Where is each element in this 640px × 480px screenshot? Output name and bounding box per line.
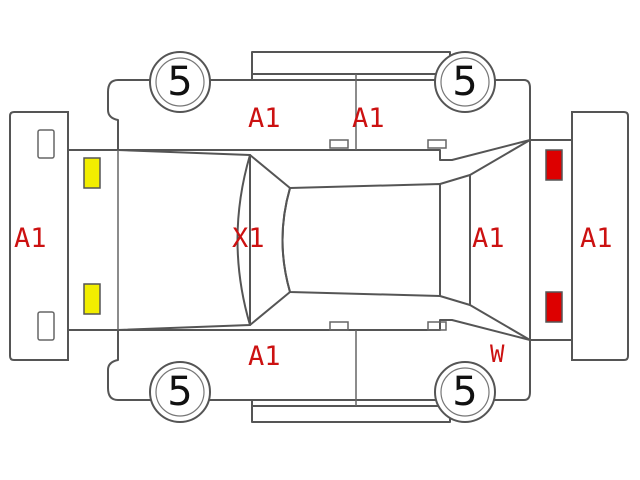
code-hood: X1: [232, 223, 265, 254]
right-front-door-handle: [329, 321, 349, 331]
headlight-right: [83, 283, 101, 315]
roof[interactable]: [281, 183, 441, 297]
tire-rear-left-value: 5: [452, 59, 477, 105]
rear-window: [439, 174, 471, 306]
tire-front-left[interactable]: 5: [149, 51, 211, 113]
front-tow-hook-cover-lower: [37, 311, 55, 341]
rear-bumper[interactable]: [571, 111, 629, 361]
front-tow-hook-cover: [37, 129, 55, 159]
right-roof-rail: [251, 399, 451, 423]
left-front-door-handle: [329, 139, 349, 149]
right-rear-door-handle: [427, 321, 447, 331]
tire-rear-right-value: 5: [452, 369, 477, 415]
front-bumper[interactable]: [9, 111, 69, 361]
rear-fascia: [529, 139, 573, 341]
code-rear-hatch: A1: [472, 223, 505, 254]
top-view-body: [67, 139, 573, 341]
left-roof-rail: [251, 51, 451, 75]
tire-rear-right[interactable]: 5: [434, 361, 496, 423]
code-left-front-door: A1: [248, 103, 281, 134]
code-right-rear-quarter: W: [490, 340, 505, 368]
tire-rear-left[interactable]: 5: [434, 51, 496, 113]
tire-front-right-value: 5: [167, 369, 192, 415]
taillight-right: [545, 291, 563, 323]
left-rear-door-handle: [427, 139, 447, 149]
tire-front-left-value: 5: [167, 59, 192, 105]
code-right-front-door: A1: [248, 341, 281, 372]
code-rear-bumper: A1: [580, 223, 613, 254]
headlight-left: [83, 157, 101, 189]
taillight-left: [545, 149, 563, 181]
code-front-bumper: A1: [14, 223, 47, 254]
tire-front-right[interactable]: 5: [149, 361, 211, 423]
code-left-rear-door: A1: [352, 103, 385, 134]
